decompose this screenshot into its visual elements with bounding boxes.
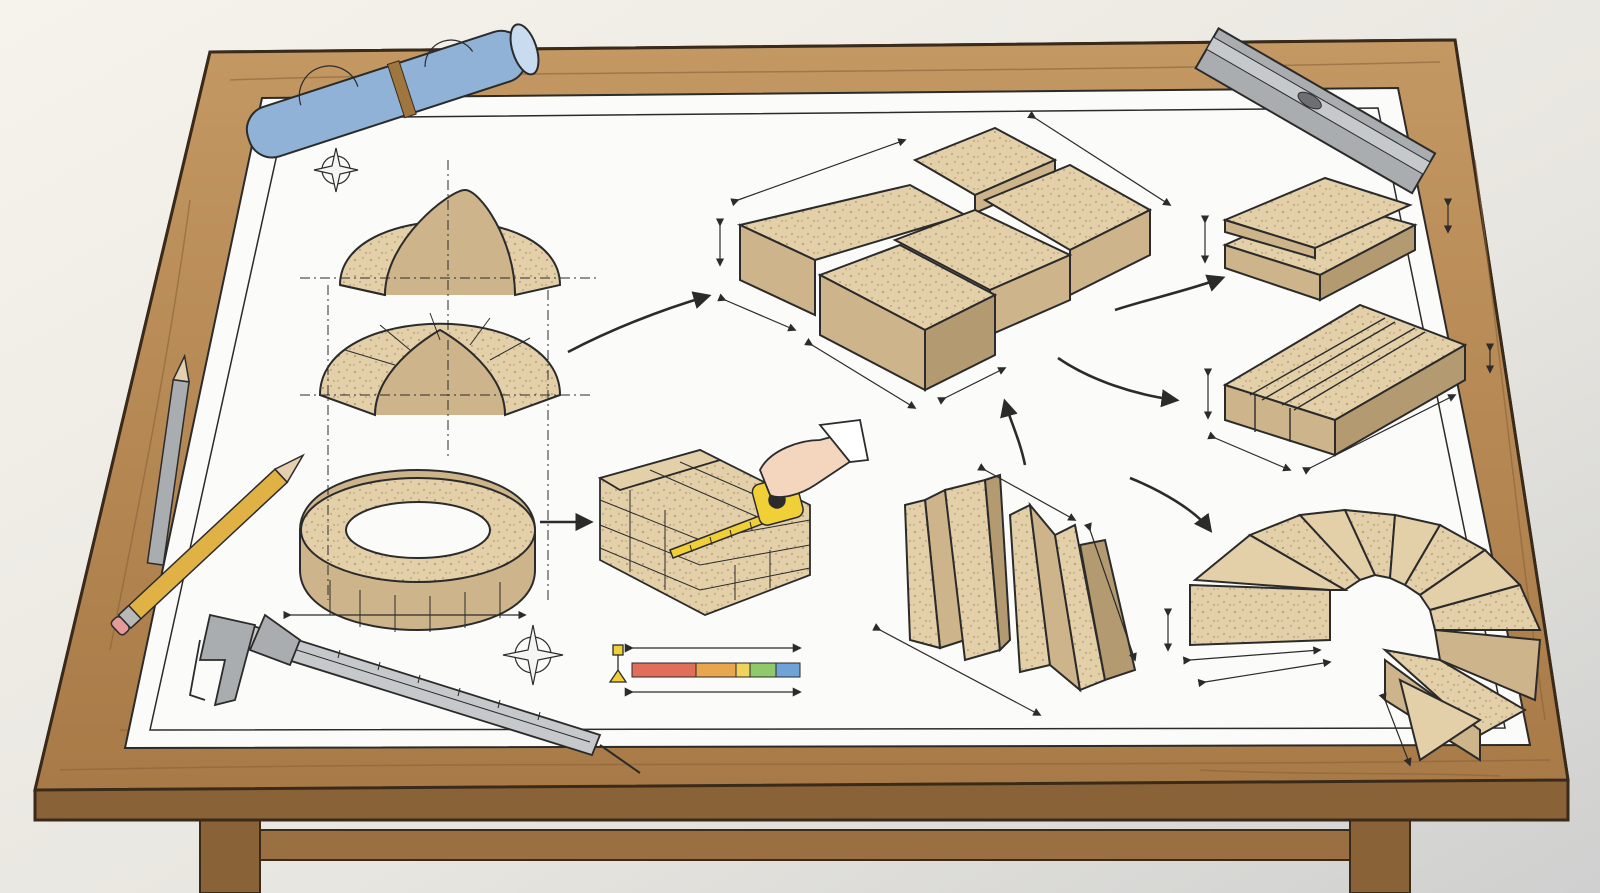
flow-arrows <box>540 274 1226 533</box>
dome-section-middle <box>318 312 562 417</box>
table-legs <box>199 799 1411 893</box>
axis-lines <box>300 160 600 600</box>
tapered-dimensions <box>872 463 1137 716</box>
color-bar-4 <box>749 662 777 678</box>
color-bar-1 <box>631 662 697 678</box>
hand <box>759 419 870 498</box>
brick-grid <box>736 126 1153 392</box>
grooved-block-dimensions <box>1203 343 1495 475</box>
pencil-yellow <box>110 453 305 636</box>
arch-dimensions <box>1163 608 1412 767</box>
compass-rose-icon <box>502 624 564 686</box>
stacked-slabs <box>1222 176 1418 302</box>
dome-section-top <box>338 188 562 297</box>
pencil-gray <box>146 353 190 566</box>
brick-ring <box>299 469 536 632</box>
color-bar-2 <box>695 662 737 678</box>
level-marker-icon <box>608 644 628 683</box>
brick-grid-dimensions <box>715 110 1172 409</box>
slab-dimensions <box>1200 198 1453 264</box>
scale-bar <box>608 643 802 697</box>
arch-segments <box>1189 508 1542 762</box>
caliper <box>188 613 641 774</box>
color-bar-5 <box>775 662 801 678</box>
compass-rose-icon <box>313 147 359 193</box>
color-bar-3 <box>735 662 751 678</box>
steel-bracket <box>1194 26 1437 195</box>
rolled-blueprint <box>245 23 540 159</box>
